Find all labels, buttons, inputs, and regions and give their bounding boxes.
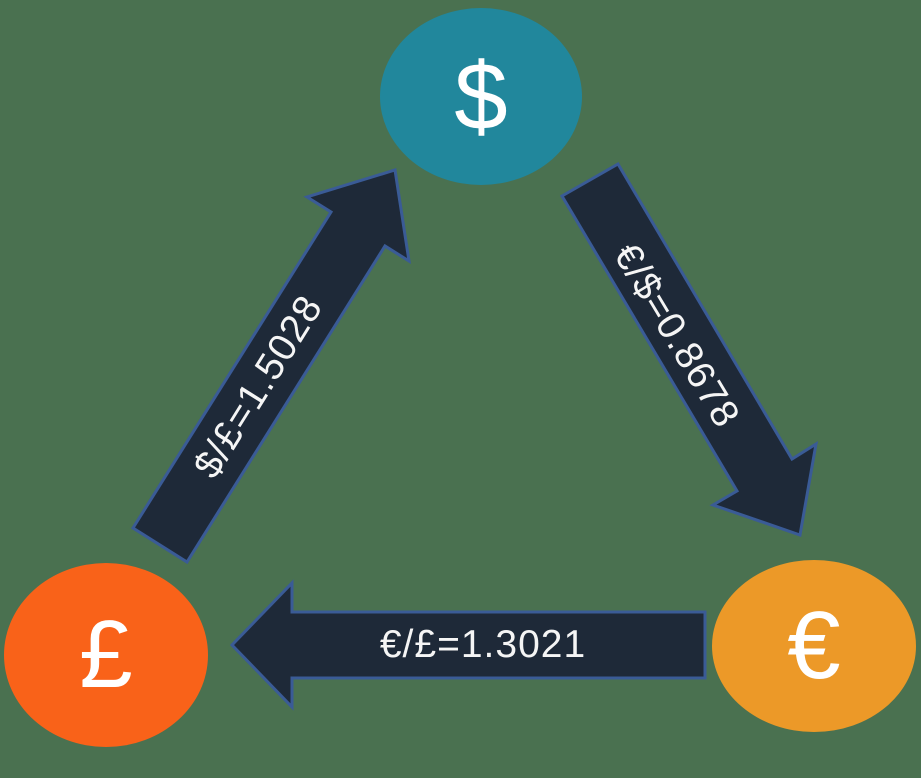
arrow-euro-to-pound	[229, 579, 707, 711]
node-pound: £	[4, 563, 208, 747]
arrow-dollar-to-euro	[559, 161, 819, 537]
dollar-symbol: $	[454, 42, 508, 150]
edge-label-euro-to-pound-rate: €/£=1.3021	[379, 623, 587, 666]
node-dollar: $	[380, 8, 582, 185]
arrow-pound-to-dollar	[130, 168, 411, 565]
node-euro: €	[712, 560, 916, 732]
euro-symbol: €	[787, 592, 841, 699]
pound-symbol: £	[79, 601, 133, 708]
